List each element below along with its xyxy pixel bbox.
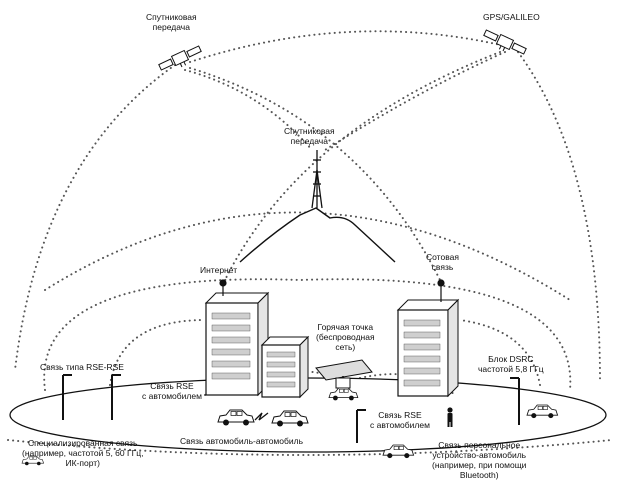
mountain-icon — [239, 207, 396, 263]
label-rse-vehicle-left: Связь RSE с автомобилем — [142, 381, 202, 401]
arc-mountain-wide — [44, 211, 571, 301]
label-satellite-top-left: Спутниковая передача — [146, 12, 197, 32]
arc-left-sat-to-cellular — [189, 67, 441, 281]
label-cellular: Сотовая связь — [426, 252, 459, 272]
satellite-icon — [483, 29, 527, 55]
satellite-icon — [158, 45, 202, 71]
dotted-links — [7, 30, 613, 456]
hotspot-panel-icon — [315, 359, 373, 392]
building-icon — [260, 335, 310, 399]
label-rse-vehicle-right: Связь RSE с автомобилем — [370, 410, 430, 430]
tower-icon — [311, 150, 323, 209]
car-icon — [328, 387, 359, 401]
arc-left-sat-to-edge — [14, 64, 176, 371]
car-icon — [271, 410, 309, 427]
pole-icon — [111, 374, 121, 420]
pole-icon — [356, 409, 366, 443]
arc-gps-to-internet — [224, 51, 501, 281]
label-hotspot: Горячая точка (беспроводная сеть) — [316, 322, 375, 352]
arc-gps-to-mountain — [324, 51, 506, 151]
arc-left-sat-to-mountain — [184, 69, 313, 151]
label-personal-device-link: Связь персональное устройство-автомобиль… — [432, 440, 527, 480]
arc-mid-right — [459, 319, 541, 386]
label-vehicle-vehicle: Связь автомобиль-автомобиль — [180, 436, 303, 446]
arc-bottom-ground — [7, 439, 613, 456]
arc-mid-left — [109, 319, 206, 386]
pole-icon — [510, 377, 520, 425]
arc-gps-to-edge — [514, 47, 601, 381]
antenna-icon — [219, 279, 227, 296]
label-satellite-mountain: Спутниковая передача — [284, 126, 335, 146]
antenna-icon — [437, 279, 445, 302]
label-rse-rse: Связь типа RSE-RSE — [40, 362, 124, 372]
label-internet: Интернет — [200, 265, 238, 275]
label-dsrc-unit: Блок DSRC частотой 5,8 ГГц — [478, 354, 544, 374]
label-gps-galileo: GPS/GALILEO — [483, 12, 540, 22]
label-special-link: Специализированная связь (например, част… — [22, 438, 144, 468]
person-icon — [447, 407, 453, 427]
building-icon — [396, 298, 460, 398]
arc-left-sat-to-gps — [189, 30, 506, 63]
car-icon — [382, 444, 415, 459]
car-icon — [526, 404, 559, 419]
car-icon — [217, 409, 255, 426]
building-icon — [204, 291, 270, 397]
pole-icon — [62, 374, 72, 420]
lightning-icon — [254, 412, 269, 421]
